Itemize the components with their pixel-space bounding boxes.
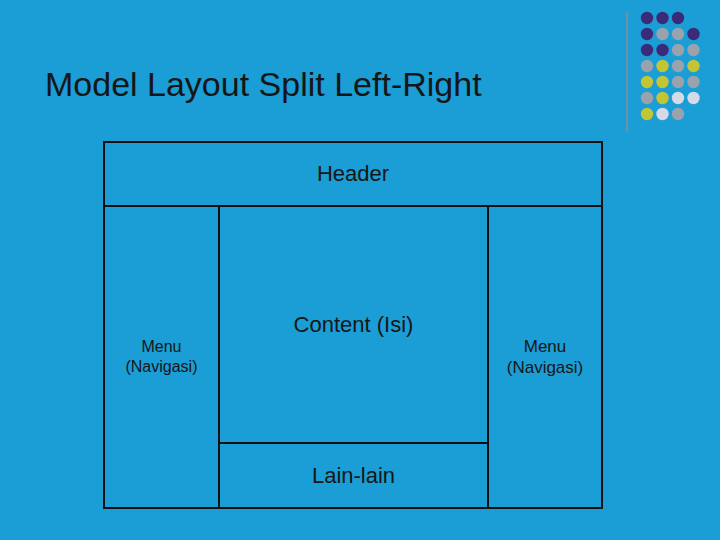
cell-label: Header	[317, 160, 389, 188]
dot	[656, 76, 668, 88]
dot-grid	[641, 12, 700, 120]
layout-cell: Menu (Navigasi)	[103, 205, 220, 509]
dot	[672, 28, 684, 40]
dot	[672, 76, 684, 88]
dot	[687, 28, 699, 40]
dot	[672, 92, 684, 104]
cell-label: Menu (Navigasi)	[116, 337, 208, 377]
dot	[656, 108, 668, 120]
dot	[672, 44, 684, 56]
dot	[641, 28, 653, 40]
dot	[641, 44, 653, 56]
dot	[687, 60, 699, 72]
header-cell: Header	[103, 141, 603, 207]
cell-label: Content (Isi)	[294, 311, 414, 339]
dot	[641, 76, 653, 88]
dot	[672, 108, 684, 120]
layout-cell: Lain-lain	[218, 442, 489, 509]
dot	[641, 92, 653, 104]
dot	[641, 12, 653, 24]
layout-cell: Menu (Navigasi)	[487, 205, 603, 509]
cell-label: Menu (Navigasi)	[497, 336, 593, 379]
slide-title: Model Layout Split Left-Right	[45, 64, 482, 105]
dot	[656, 44, 668, 56]
dot	[656, 28, 668, 40]
dot	[656, 12, 668, 24]
divider-line	[626, 12, 628, 132]
cell-label: Lain-lain	[312, 462, 395, 490]
dot	[672, 12, 684, 24]
dot	[687, 44, 699, 56]
dot	[687, 92, 699, 104]
dot	[641, 108, 653, 120]
dot	[641, 60, 653, 72]
layout-cell: Content (Isi)	[218, 205, 489, 444]
dot	[687, 76, 699, 88]
dot	[656, 92, 668, 104]
dot	[672, 60, 684, 72]
dot	[656, 60, 668, 72]
